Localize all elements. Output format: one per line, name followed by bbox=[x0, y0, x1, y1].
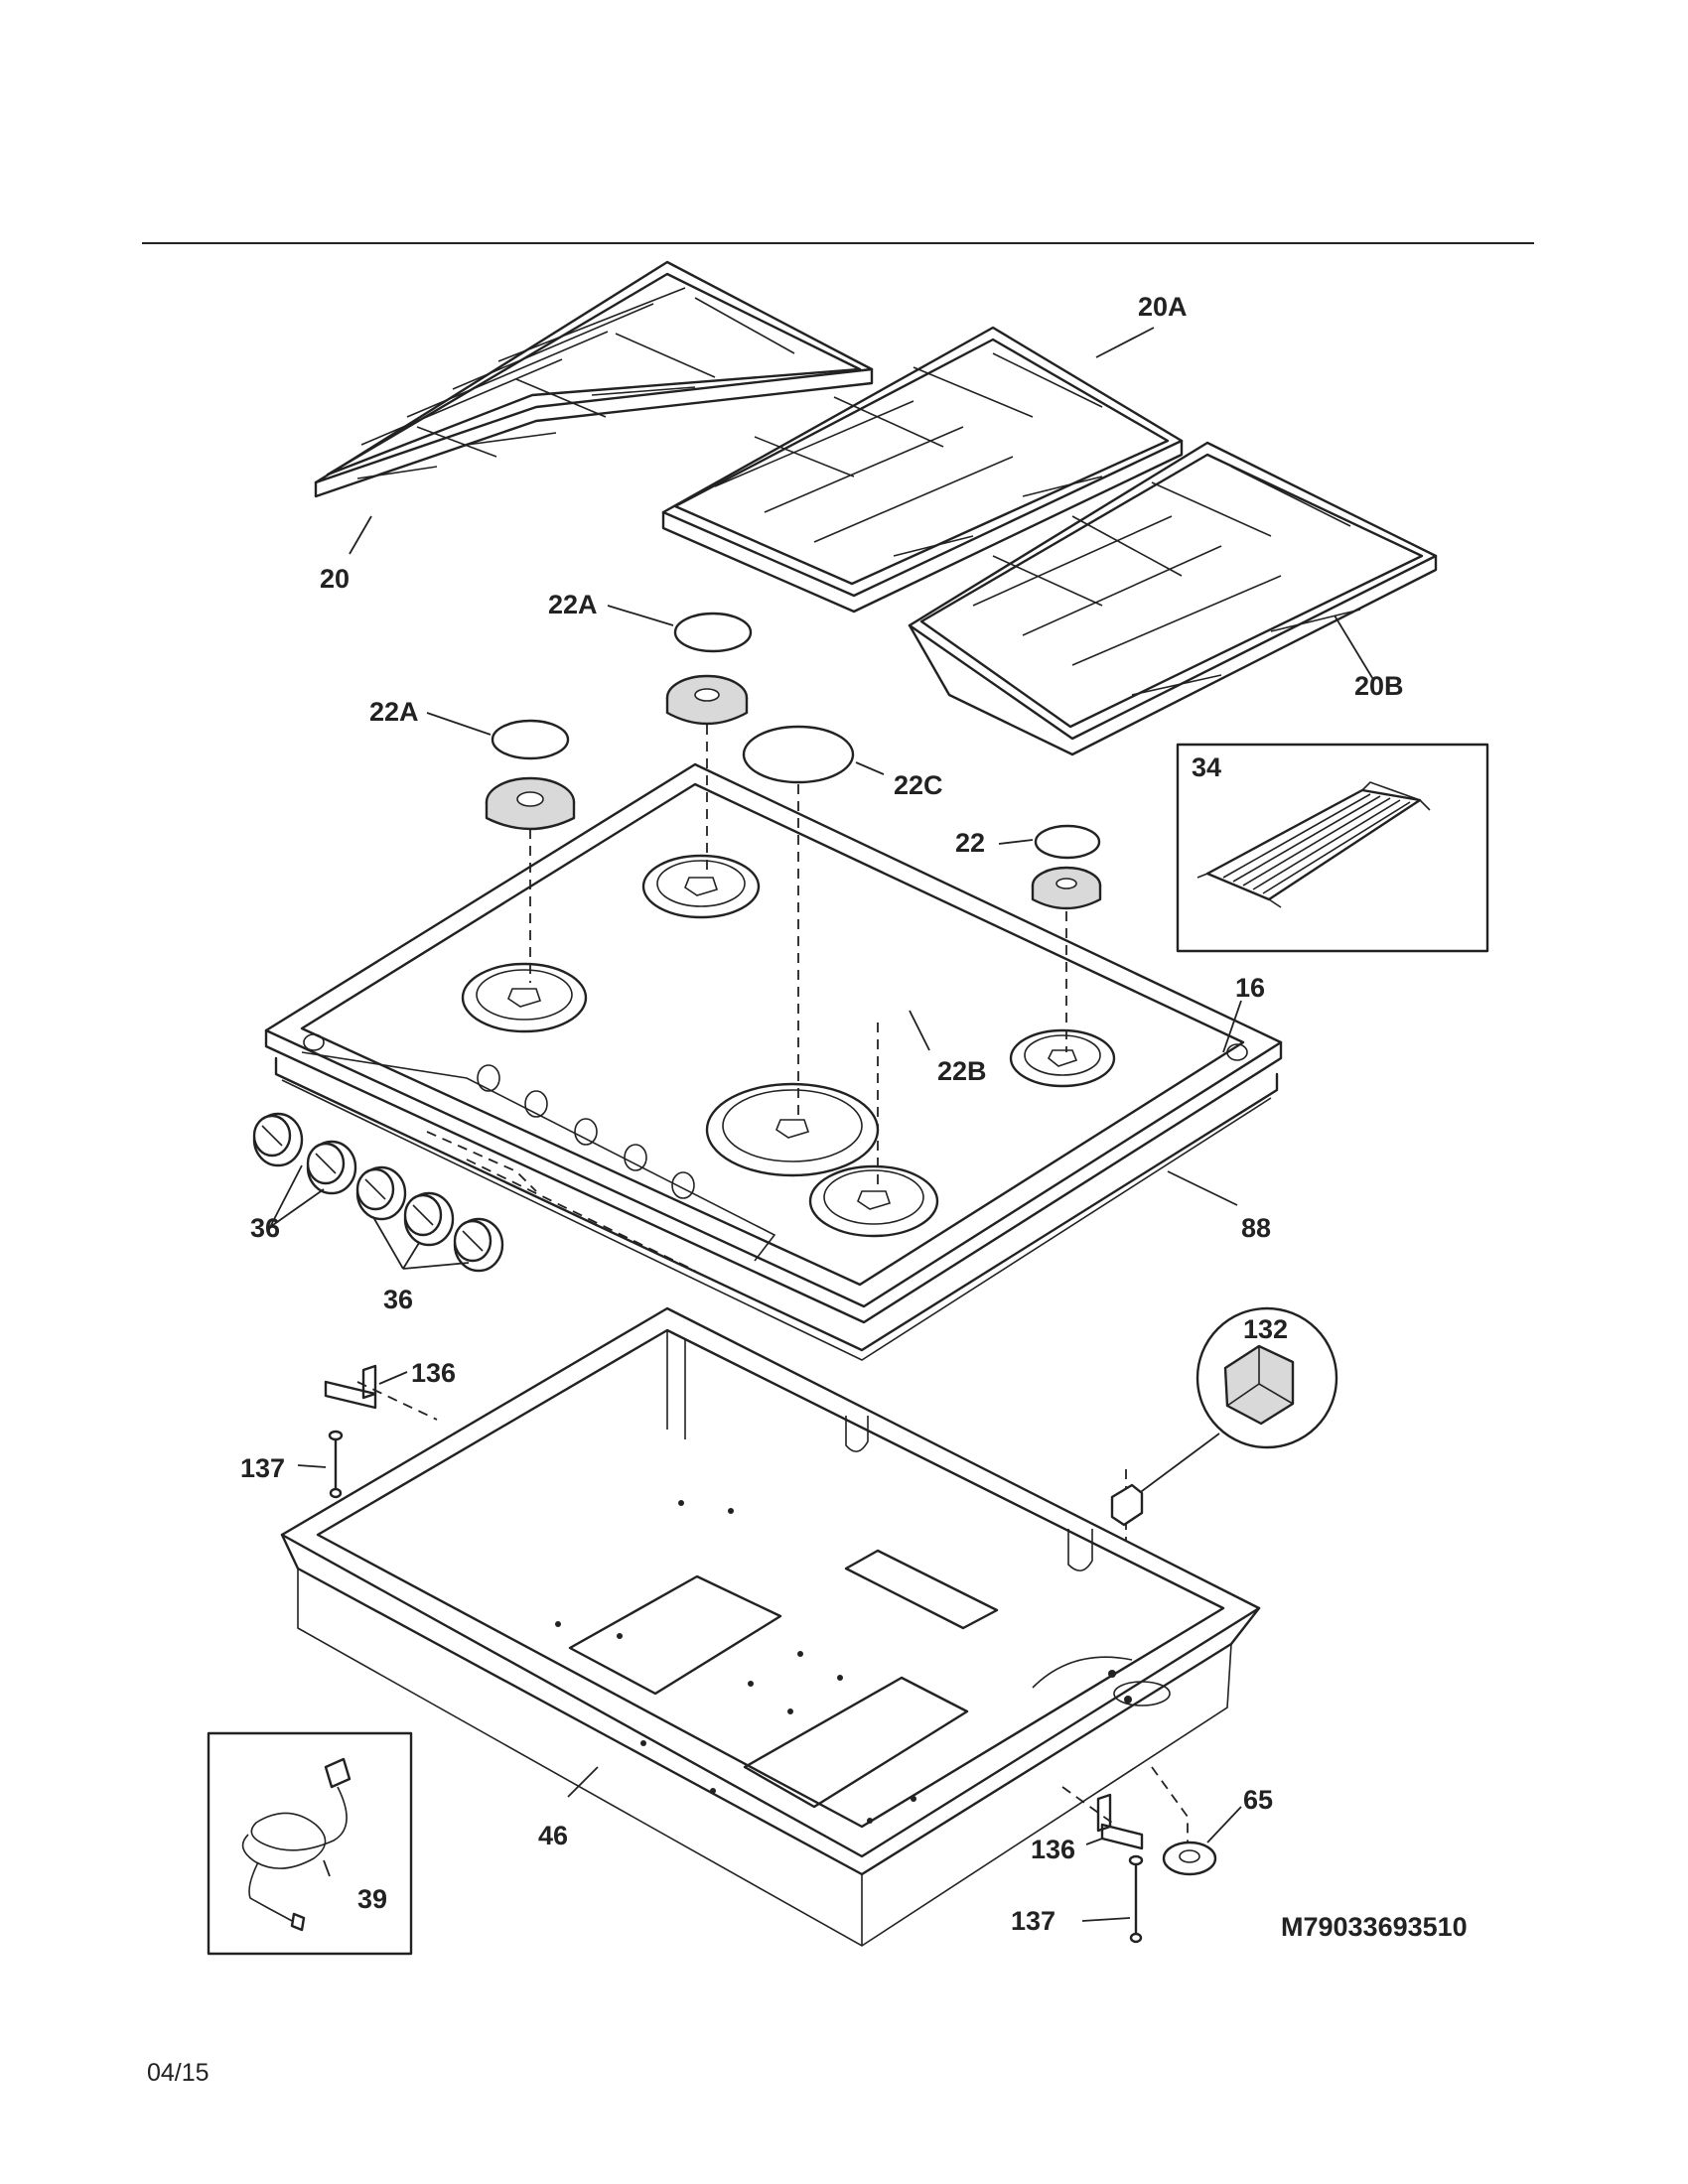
callout-132: 132 bbox=[1243, 1314, 1288, 1344]
screw-bottom bbox=[1128, 1854, 1144, 1944]
date-code: 04/15 bbox=[147, 2059, 210, 2087]
callout-22A-top: 22A bbox=[548, 590, 598, 619]
burner-cap-22 bbox=[1034, 824, 1101, 860]
assembly-dash-lines bbox=[356, 725, 1189, 1846]
callout-88: 88 bbox=[1241, 1213, 1271, 1243]
cooktop-gasket bbox=[274, 1056, 1279, 1361]
burner-box-enclosure bbox=[280, 1306, 1261, 1947]
burner-cap-22C bbox=[742, 725, 855, 784]
callout-36-b: 36 bbox=[383, 1285, 413, 1314]
callout-137-bottom: 137 bbox=[1011, 1906, 1055, 1936]
burner-head-left bbox=[485, 776, 576, 831]
knob-5 bbox=[453, 1217, 504, 1273]
callout-16: 16 bbox=[1235, 973, 1265, 1003]
callout-20B: 20B bbox=[1354, 671, 1404, 701]
bracket-bottom bbox=[1096, 1793, 1144, 1850]
callout-22C: 22C bbox=[894, 770, 943, 800]
callout-136-bottom: 136 bbox=[1031, 1835, 1075, 1864]
bracket-top bbox=[324, 1364, 377, 1410]
callout-20: 20 bbox=[320, 564, 350, 594]
model-number: M79033693510 bbox=[1281, 1912, 1468, 1942]
callout-137-top: 137 bbox=[240, 1453, 285, 1483]
burner-head-top bbox=[665, 674, 749, 726]
grate-left bbox=[314, 260, 874, 498]
callout-22A-left: 22A bbox=[369, 697, 419, 727]
valve-holes bbox=[477, 1064, 695, 1199]
detail-bubble-132 bbox=[1110, 1306, 1338, 1527]
control-knobs bbox=[252, 1112, 504, 1273]
burner-cap-22A-top bbox=[673, 612, 753, 653]
burner-bases bbox=[461, 854, 1116, 1238]
callout-22B: 22B bbox=[937, 1056, 987, 1086]
callout-136-top: 136 bbox=[411, 1358, 456, 1388]
callout-36-a: 36 bbox=[250, 1213, 280, 1243]
leader-lines bbox=[269, 327, 1375, 1922]
grate-right bbox=[908, 441, 1438, 756]
burner-cap-22A-left bbox=[491, 719, 570, 760]
knob-1 bbox=[252, 1112, 304, 1167]
power-cord-inset bbox=[207, 1731, 413, 1956]
callout-34: 34 bbox=[1192, 752, 1221, 782]
grommet-65 bbox=[1162, 1841, 1217, 1876]
screw-top bbox=[328, 1430, 344, 1499]
griddle-inset-box bbox=[1176, 743, 1489, 953]
callout-20A: 20A bbox=[1138, 292, 1188, 322]
callout-22: 22 bbox=[955, 828, 985, 858]
callout-65: 65 bbox=[1243, 1785, 1273, 1815]
griddle-ridges bbox=[1222, 793, 1411, 894]
burner-head-right bbox=[1031, 866, 1102, 910]
grate-middle bbox=[661, 326, 1184, 614]
knob-4 bbox=[403, 1191, 455, 1247]
cooktop-top bbox=[264, 762, 1283, 1324]
callout-46: 46 bbox=[538, 1821, 568, 1850]
knob-3 bbox=[355, 1165, 407, 1221]
callout-39: 39 bbox=[357, 1884, 387, 1914]
knob-2 bbox=[306, 1140, 357, 1195]
